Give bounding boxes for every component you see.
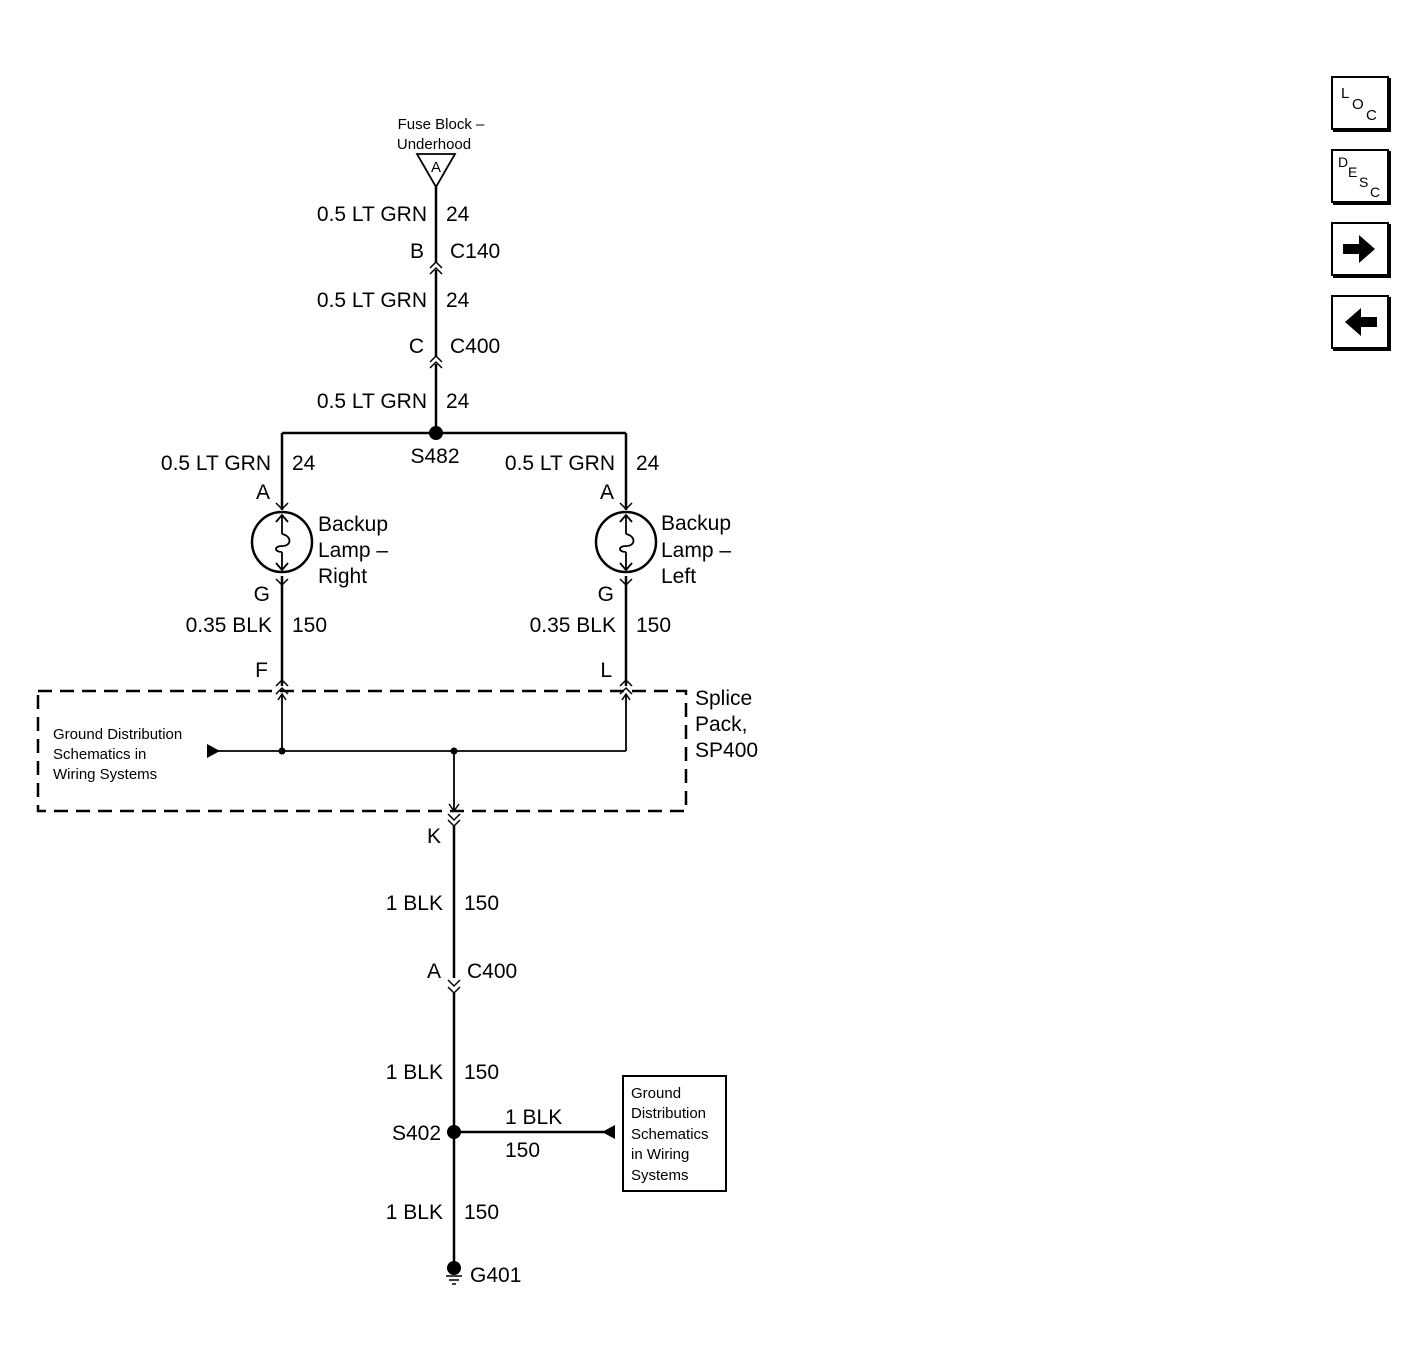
wire-circuit: 150 <box>464 1061 499 1084</box>
wire-gauge: 0.35 BLK <box>530 614 616 637</box>
c400-bottom-name: C400 <box>467 960 517 983</box>
ground-ref-2-arrow <box>602 1125 615 1139</box>
wire-circuit: 150 <box>464 892 499 915</box>
ground-ref-2-line-2: Distribution <box>631 1105 706 1122</box>
left-lamp-name-2: Lamp – <box>661 539 731 562</box>
splice-pack-sp400-box <box>36 689 688 813</box>
wire-circuit: 24 <box>446 203 470 226</box>
wire-gauge: 0.35 BLK <box>186 614 272 637</box>
wire-circuit: 24 <box>292 452 316 475</box>
c140-name: C140 <box>450 240 500 263</box>
c400-top-pin: C <box>409 335 424 358</box>
splice-pack-name-1: Splice <box>695 687 752 710</box>
wire-gauge: 0.5 LT GRN <box>317 390 427 413</box>
loc-letter-c: C <box>1366 107 1377 124</box>
c400-bottom-pin: A <box>427 960 441 983</box>
ground-ref-2-line-5: Systems <box>631 1167 689 1184</box>
ground-g401-dot <box>447 1261 461 1275</box>
right-lamp-name-2: Lamp – <box>318 539 388 562</box>
wire-gauge: 0.5 LT GRN <box>161 452 271 475</box>
c400-top-connector-symbol <box>429 354 443 369</box>
c140-connector-symbol <box>429 260 443 275</box>
splice-pack-name-2: Pack, <box>695 713 748 736</box>
c400-top-name: C400 <box>450 335 500 358</box>
ground-g401-label: G401 <box>470 1264 521 1287</box>
splice-s482-dot <box>429 426 443 440</box>
ground-ref-2-line-4: in Wiring <box>631 1146 689 1163</box>
arrow-right-icon <box>1343 235 1375 263</box>
wire-circuit: 150 <box>464 1201 499 1224</box>
s402-label: S402 <box>392 1122 441 1145</box>
splice-s402-dot <box>447 1125 461 1139</box>
fuse-block-terminal: A <box>431 159 441 176</box>
splice-pack-pin-f: F <box>255 659 268 682</box>
ground-ref-1-line-3: Wiring Systems <box>53 766 157 783</box>
wire-gauge: 1 BLK <box>386 892 443 915</box>
c140-pin: B <box>410 240 424 263</box>
wire-circuit: 150 <box>505 1139 540 1162</box>
left-lamp-pin-g: G <box>598 583 614 606</box>
loc-button[interactable]: L O C <box>1331 76 1389 130</box>
ground-ref-2-line-3: Schematics <box>631 1126 709 1143</box>
splice-pack-pin-l: L <box>600 659 612 682</box>
ground-distribution-ref-box <box>622 1075 727 1192</box>
desc-button[interactable]: D E S C <box>1331 149 1389 203</box>
ground-ref-1-line-2: Schematics in <box>53 746 146 763</box>
backup-lamp-right <box>250 510 314 574</box>
fuse-block-symbol <box>415 153 457 189</box>
splice-pack-pin-k: K <box>427 825 441 848</box>
ground-ref-1-arrow <box>207 744 220 758</box>
wire-circuit: 24 <box>636 452 660 475</box>
desc-letter-s: S <box>1359 174 1368 190</box>
backup-lamp-left <box>594 510 658 574</box>
ground-ref-1-line-1: Ground Distribution <box>53 726 182 743</box>
desc-letter-e: E <box>1348 164 1357 180</box>
wire-circuit: 150 <box>292 614 327 637</box>
left-lamp-name-1: Backup <box>661 512 731 535</box>
wire-gauge: 1 BLK <box>386 1201 443 1224</box>
fuse-block-label-1: Fuse Block – <box>398 116 485 133</box>
next-button[interactable] <box>1331 222 1389 276</box>
wire-circuit: 150 <box>636 614 671 637</box>
ground-ref-2-line-1: Ground <box>631 1085 681 1102</box>
right-lamp-name-1: Backup <box>318 513 388 536</box>
s482-label: S482 <box>410 445 459 468</box>
desc-letter-d: D <box>1338 154 1348 170</box>
previous-button[interactable] <box>1331 295 1389 349</box>
wire-gauge: 0.5 LT GRN <box>317 203 427 226</box>
splice-pack-name-3: SP400 <box>695 739 758 762</box>
fuse-block-label-2: Underhood <box>397 136 471 153</box>
desc-letter-c: C <box>1370 184 1380 200</box>
loc-letter-o: O <box>1352 96 1364 113</box>
wire-gauge: 1 BLK <box>505 1106 562 1129</box>
left-lamp-name-3: Left <box>661 565 696 588</box>
right-lamp-pin-g: G <box>254 583 270 606</box>
pin-k-connector-symbol <box>447 813 461 828</box>
arrow-left-icon <box>1345 308 1377 336</box>
c400-bottom-connector-symbol <box>447 979 461 995</box>
right-lamp-name-3: Right <box>318 565 367 588</box>
left-lamp-pin-a: A <box>600 481 614 504</box>
right-lamp-pin-a: A <box>256 481 270 504</box>
wire-circuit: 24 <box>446 289 470 312</box>
wire-gauge: 0.5 LT GRN <box>317 289 427 312</box>
loc-letter-l: L <box>1341 85 1349 102</box>
wire-gauge: 0.5 LT GRN <box>505 452 615 475</box>
wire-gauge: 1 BLK <box>386 1061 443 1084</box>
wire-circuit: 24 <box>446 390 470 413</box>
